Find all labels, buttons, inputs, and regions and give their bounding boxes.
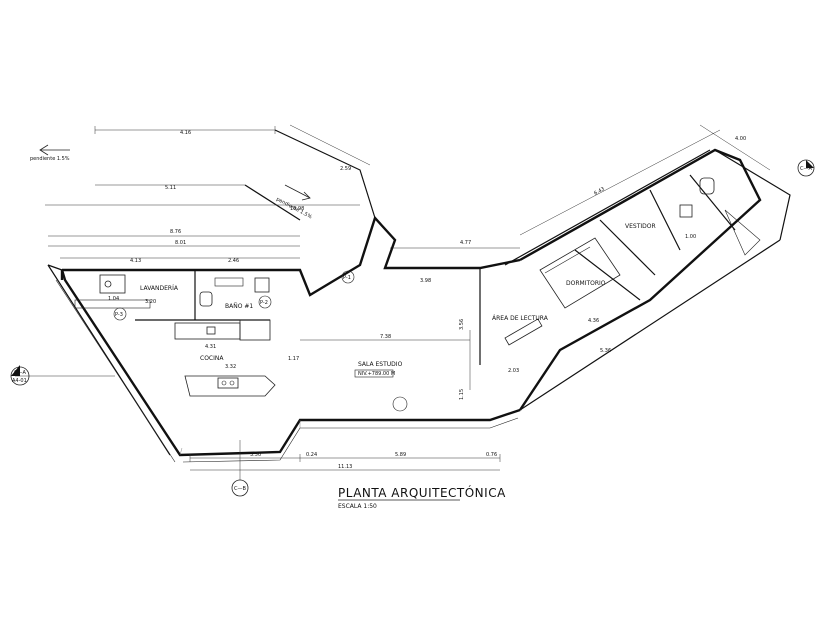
tag-axis-bottom: C—B [234, 486, 246, 492]
dim-024: 0.24 [306, 452, 317, 458]
exterior-walls [47, 148, 791, 457]
drawing-title: PLANTA ARQUITECTÓNICA [338, 485, 506, 500]
upper-terrace: 4.16 5.11 2.59 pendiente 1.5% 16.98 [45, 124, 376, 221]
tag-p3: P-3 [115, 312, 123, 318]
dim-076: 0.76 [486, 452, 497, 458]
axis-bubble-sala [392, 396, 408, 412]
label-dormitorio: DORMITORIO [566, 280, 606, 287]
stove-fixture [217, 377, 239, 389]
label-vestidor: VESTIDOR [625, 223, 656, 230]
washer-fixture [99, 274, 126, 294]
door-tag-p2 [258, 295, 272, 309]
tag-section-left-top: C—A [14, 370, 26, 376]
wall-hatching [55, 279, 519, 463]
kitchen-island [174, 322, 241, 340]
room-dormitorio: DORMITORIO 4.36 5.36 [539, 237, 621, 354]
dim-246: 2.46 [228, 258, 239, 264]
dim-801: 8.01 [175, 240, 186, 246]
fridge-fixture [239, 319, 271, 341]
label-sala: SALA ESTUDIO [358, 361, 403, 368]
title-block: PLANTA ARQUITECTÓNICA ESCALA 1:50 [338, 485, 506, 510]
dim-536: 5.36 [600, 348, 611, 354]
label-cocina: COCINA [200, 355, 224, 362]
dim-356: 3.56 [459, 319, 465, 330]
dim-400: 4.00 [735, 136, 746, 142]
dim-332: 3.32 [225, 364, 236, 370]
bottom-dimension-chains: 3.50 0.24 5.89 0.76 11.13 [189, 452, 501, 471]
slope-label-left: pendiente 1.5% [30, 156, 70, 162]
wc-fixture [699, 177, 715, 195]
dim-203: 2.03 [508, 368, 519, 374]
dim-115: 1.15 [459, 389, 465, 400]
tag-p2: P-2 [260, 300, 268, 306]
toilet-fixture [199, 291, 213, 307]
label-lavanderia: LAVANDERÍA [140, 285, 179, 292]
bed-fixture [539, 237, 621, 309]
tag-axis-right: C—A [800, 166, 812, 172]
dim-413: 4.13 [130, 258, 141, 264]
slope-arrow-left: pendiente 1.5% [30, 144, 70, 162]
label-sala-note: NIV.+789.00 M [358, 371, 395, 377]
door-tag-p1 [341, 270, 355, 284]
axis-marker-right: C—A [797, 159, 815, 177]
dim-259: 2.59 [340, 166, 351, 172]
sink-fixture [254, 277, 270, 293]
room-lavanderia: LAVANDERÍA 1.04 3.20 [74, 274, 179, 309]
axis-marker-bottom: C—B [231, 440, 249, 497]
room-sala-estudio: 7.38 SALA ESTUDIO NIV.+789.00 M 3.98 1.1… [288, 270, 471, 412]
tag-section-left-bot: A4-01 [12, 378, 27, 384]
tag-p1: P-1 [343, 275, 351, 281]
dim-1698: 16.98 [290, 206, 304, 212]
dim-104: 1.04 [108, 296, 119, 302]
slope-arrow-mid: pendiente 1.5% [275, 184, 313, 220]
dim-416: 4.16 [180, 130, 191, 136]
room-vestidor: VESTIDOR 1.00 [625, 177, 761, 256]
label-lectura: ÁREA DE LECTURA [492, 315, 549, 322]
dim-1113: 11.13 [338, 464, 352, 470]
room-area-lectura: ÁREA DE LECTURA 2.03 [492, 315, 549, 374]
dim-117: 1.17 [288, 356, 299, 362]
drawing-scale: ESCALA 1:50 [338, 503, 377, 510]
dim-511: 5.11 [165, 185, 176, 191]
top-dimension-chains: 8.76 8.01 4.13 2.46 4.77 6.43 4.00 [48, 124, 771, 264]
dim-477: 4.77 [460, 240, 471, 246]
dim-589: 5.89 [395, 452, 406, 458]
dim-350: 3.50 [250, 452, 261, 458]
dim-876: 8.76 [170, 229, 181, 235]
door-tag-p3 [113, 307, 127, 321]
kitchen-counter [184, 375, 276, 397]
dim-100: 1.00 [685, 234, 696, 240]
dim-643: 6.43 [593, 186, 606, 197]
vanity-fixture [679, 204, 693, 218]
dim-398: 3.98 [420, 278, 431, 284]
dim-320: 3.20 [145, 299, 156, 305]
section-marker-left: C—A A4-01 [10, 365, 115, 386]
dim-431: 4.31 [205, 344, 216, 350]
room-cocina: COCINA 4.31 3.32 P-3 [113, 307, 276, 397]
dim-738: 7.38 [380, 334, 391, 340]
dim-436: 4.36 [588, 318, 599, 324]
label-bano: BAÑO #1 [225, 303, 253, 310]
room-bano: BAÑO #1 P-2 [199, 277, 272, 310]
reading-desk [504, 318, 543, 346]
